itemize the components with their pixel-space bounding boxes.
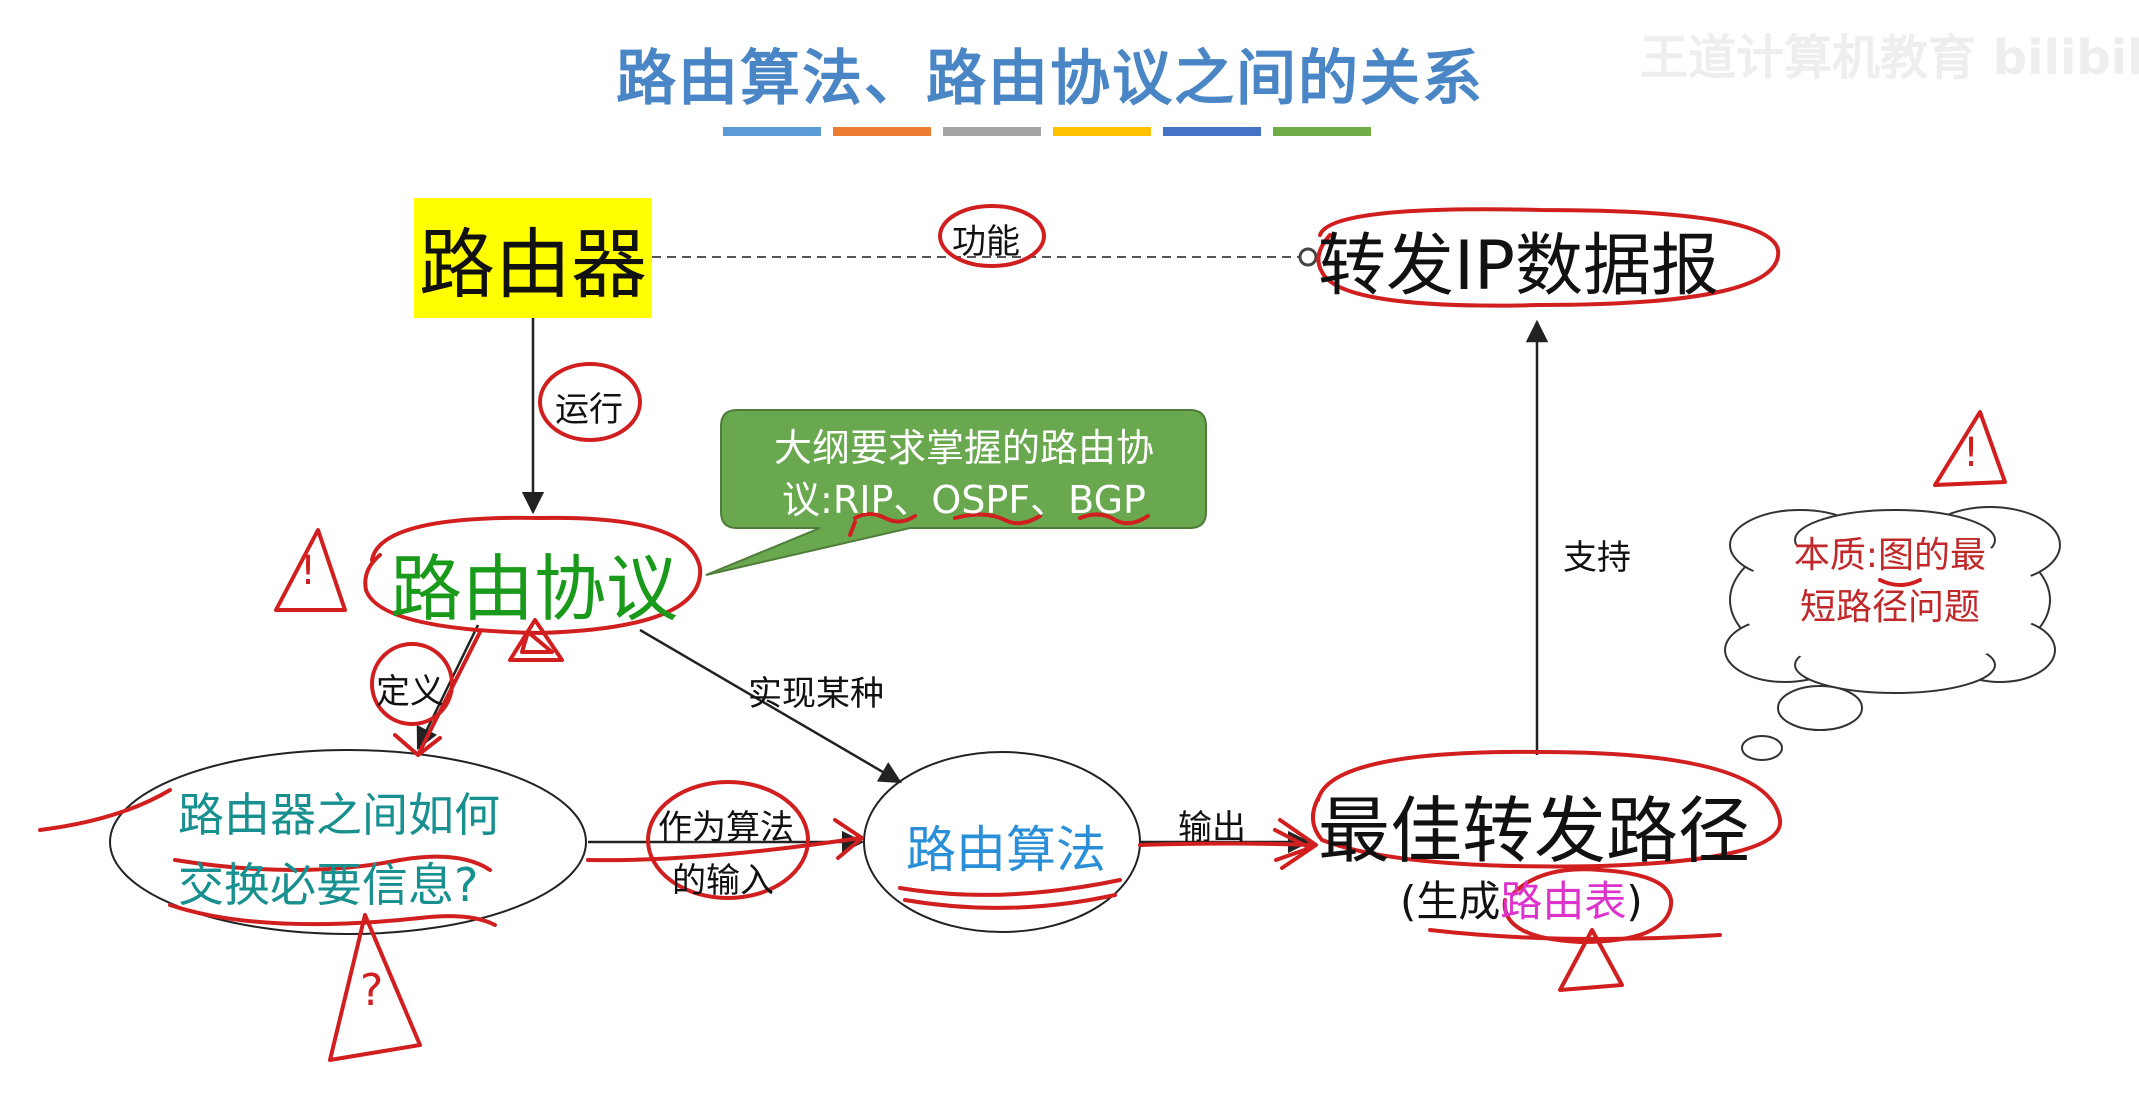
callout-line2: 议:RIP、OSPF、BGP bbox=[782, 478, 1146, 522]
edge-label-function: 功能 bbox=[952, 222, 1020, 262]
annotation-triangle-left bbox=[274, 528, 347, 612]
annotation-question-mark: ? bbox=[360, 965, 384, 1016]
best-path-sub-prefix: (生成 bbox=[1400, 877, 1501, 926]
routing-algorithm-node: 路由算法 bbox=[906, 821, 1106, 879]
router-node-label: 路由器 bbox=[419, 220, 647, 309]
annotation-arrow-output bbox=[1138, 818, 1318, 870]
router-node: 路由器 bbox=[414, 198, 652, 318]
edge-label-support: 支持 bbox=[1563, 538, 1631, 578]
annotation-circle-run bbox=[538, 362, 642, 442]
title-bar-4 bbox=[1053, 127, 1151, 136]
routing-protocol-node: 路由协议 bbox=[390, 547, 679, 631]
annotation-underline-ospf bbox=[953, 512, 1042, 526]
title-bar-1 bbox=[723, 127, 821, 136]
callout-text: 大纲要求掌握的路由协 议:RIP、OSPF、BGP bbox=[724, 422, 1204, 526]
watermark: 王道计算机教育 bilibili bbox=[1640, 30, 2139, 86]
callout-bubble bbox=[705, 409, 1207, 576]
callout-line1: 大纲要求掌握的路由协 bbox=[773, 426, 1154, 470]
annotation-circle-forward bbox=[1316, 207, 1781, 308]
annotation-underline-exchange bbox=[38, 788, 497, 927]
annotation-circle-routing-table bbox=[1502, 867, 1674, 944]
edge-label-as-input-2: 的输入 bbox=[672, 861, 774, 901]
annotation-circle-function bbox=[938, 204, 1046, 268]
annotation-underline-best-sub bbox=[1428, 928, 1722, 941]
edge-define-arrow bbox=[416, 624, 480, 751]
edge-label-define: 定义 bbox=[376, 672, 444, 712]
best-path-sub-suffix: ) bbox=[1626, 877, 1643, 926]
routing-table-highlight: 路由表 bbox=[1500, 877, 1627, 926]
annotation-triangle-protocol bbox=[508, 618, 564, 662]
exchange-info-line2: 交换必要信息? bbox=[178, 858, 479, 912]
annotation-circle-protocol bbox=[363, 515, 703, 635]
thought-cloud bbox=[1724, 506, 2061, 761]
title-bar-2 bbox=[833, 127, 931, 136]
edge-label-implement: 实现某种 bbox=[748, 674, 884, 714]
exchange-node-ellipse bbox=[109, 749, 587, 935]
exchange-info-node: 路由器之间如何 交换必要信息? bbox=[178, 780, 500, 920]
annotation-arrow-as-input bbox=[586, 818, 864, 863]
best-path-node: 最佳转发路径 bbox=[1318, 789, 1751, 873]
red-annotations bbox=[38, 204, 2007, 1062]
title-bar-3 bbox=[943, 127, 1041, 136]
exchange-info-line1: 路由器之间如何 bbox=[178, 788, 500, 842]
annotation-triangle-question bbox=[328, 913, 422, 1062]
edge-implement-arrow bbox=[639, 628, 902, 784]
annotation-circle-best bbox=[1311, 749, 1783, 869]
best-path-subtitle: (生成路由表) bbox=[1400, 868, 1643, 929]
annotation-circle-as-input bbox=[646, 780, 810, 900]
cloud-text: 本质:图的最 短路径问题 bbox=[1750, 530, 2030, 634]
annotation-underline-algorithm bbox=[898, 878, 1122, 910]
title-bar-6 bbox=[1273, 127, 1371, 136]
annotation-underline-rip bbox=[848, 512, 917, 537]
annotation-arrow-define bbox=[393, 630, 482, 757]
annotation-underline-graph bbox=[1878, 578, 1922, 587]
annotation-triangle-top-right bbox=[1933, 410, 2007, 487]
page-title: 路由算法、路由协议之间的关系 bbox=[616, 44, 1484, 114]
annotation-triangle-bottom-right bbox=[1558, 928, 1624, 992]
annotation-exclaim-right: ! bbox=[1963, 430, 1980, 476]
algorithm-node-ellipse bbox=[863, 751, 1141, 933]
cloud-line2: 短路径问题 bbox=[1799, 587, 1980, 628]
annotation-underline-bgp bbox=[1078, 512, 1150, 526]
edge-label-output: 输出 bbox=[1178, 808, 1246, 848]
cloud-line1: 本质:图的最 bbox=[1793, 535, 1987, 576]
edge-label-run: 运行 bbox=[555, 390, 623, 430]
title-bar-5 bbox=[1163, 127, 1261, 136]
annotation-exclaim-left: ! bbox=[300, 548, 317, 594]
forward-ip-node: 转发IP数据报 bbox=[1318, 227, 1720, 306]
edge-label-as-input-1: 作为算法 bbox=[658, 808, 794, 848]
